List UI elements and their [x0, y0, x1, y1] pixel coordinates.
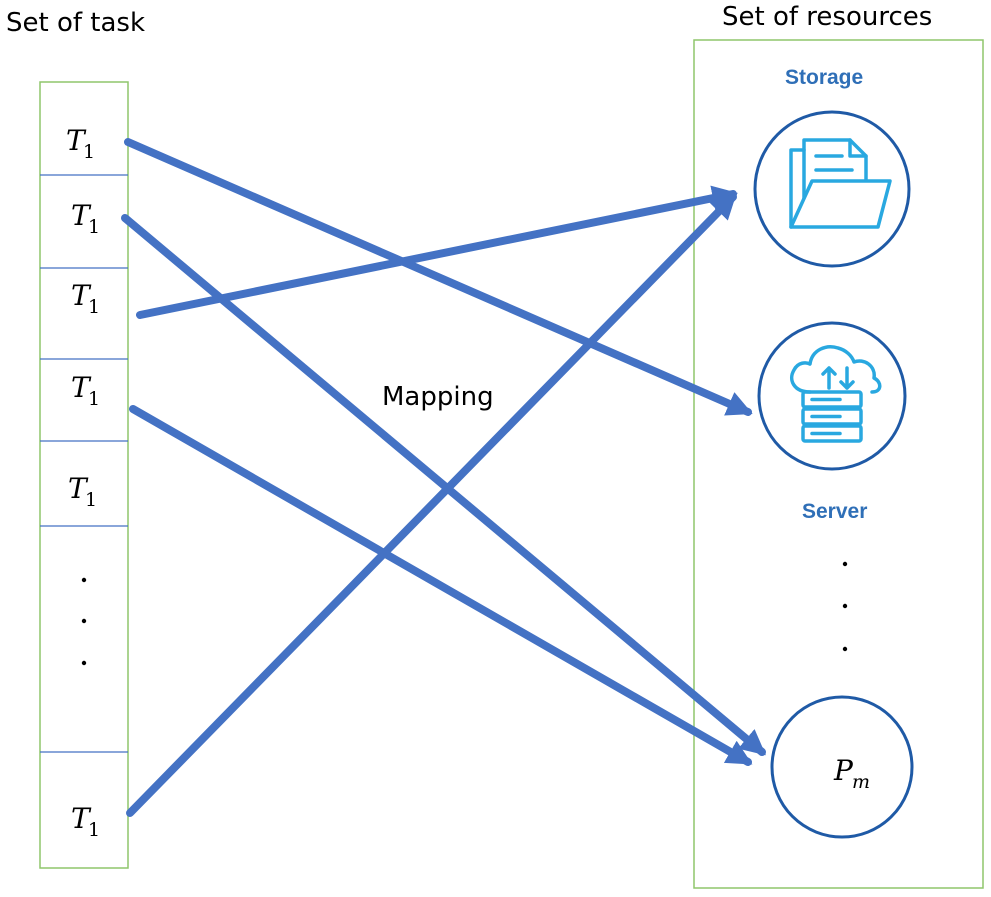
task-label: T 1 — [71, 199, 100, 238]
ellipsis-dot — [842, 603, 848, 609]
svg-text:T: T — [71, 199, 92, 232]
task-label: T 1 — [68, 472, 97, 511]
server-circle — [757, 321, 907, 471]
set-of-task-title: Set of task — [6, 8, 146, 38]
task-label: T 1 — [71, 279, 100, 318]
ellipsis-dot — [842, 646, 848, 652]
storage-label: Storage — [785, 66, 863, 89]
mapping-arrow — [136, 185, 739, 319]
task-label: T 1 — [71, 371, 100, 410]
svg-text:T: T — [71, 802, 92, 835]
mapping-arrow — [121, 214, 766, 756]
task-label: T 1 — [66, 124, 95, 163]
svg-text:1: 1 — [88, 819, 100, 841]
svg-text:T: T — [66, 124, 87, 157]
task-set-box — [39, 81, 129, 869]
set-of-resources-title: Set of resources — [722, 2, 933, 32]
ellipsis-dot — [81, 618, 87, 624]
task-label: T 1 — [71, 802, 100, 841]
ellipsis-dot — [81, 660, 87, 666]
svg-text:T: T — [71, 279, 92, 312]
svg-text:1: 1 — [88, 388, 100, 410]
server-label: Server — [802, 500, 867, 523]
svg-text:1: 1 — [85, 489, 97, 511]
svg-text:P: P — [833, 754, 854, 787]
svg-text:m: m — [852, 771, 870, 793]
folder-documents-icon — [789, 138, 892, 229]
processor-circle — [770, 695, 914, 839]
mapping-arrow — [126, 193, 737, 817]
mapping-arrow — [129, 405, 753, 766]
ellipsis-dot — [81, 577, 87, 583]
svg-text:1: 1 — [88, 296, 100, 318]
mapping-label: Mapping — [382, 382, 494, 412]
svg-text:T: T — [71, 371, 92, 404]
mapping-arrows — [121, 138, 766, 817]
resource-set-box — [693, 39, 984, 889]
ellipsis-dot — [842, 561, 848, 567]
svg-text:1: 1 — [83, 141, 95, 163]
processor-label: P m — [833, 754, 870, 793]
svg-text:1: 1 — [88, 216, 100, 238]
svg-text:T: T — [68, 472, 89, 505]
mapping-arrow — [124, 138, 753, 416]
cloud-server-icon — [789, 345, 882, 443]
